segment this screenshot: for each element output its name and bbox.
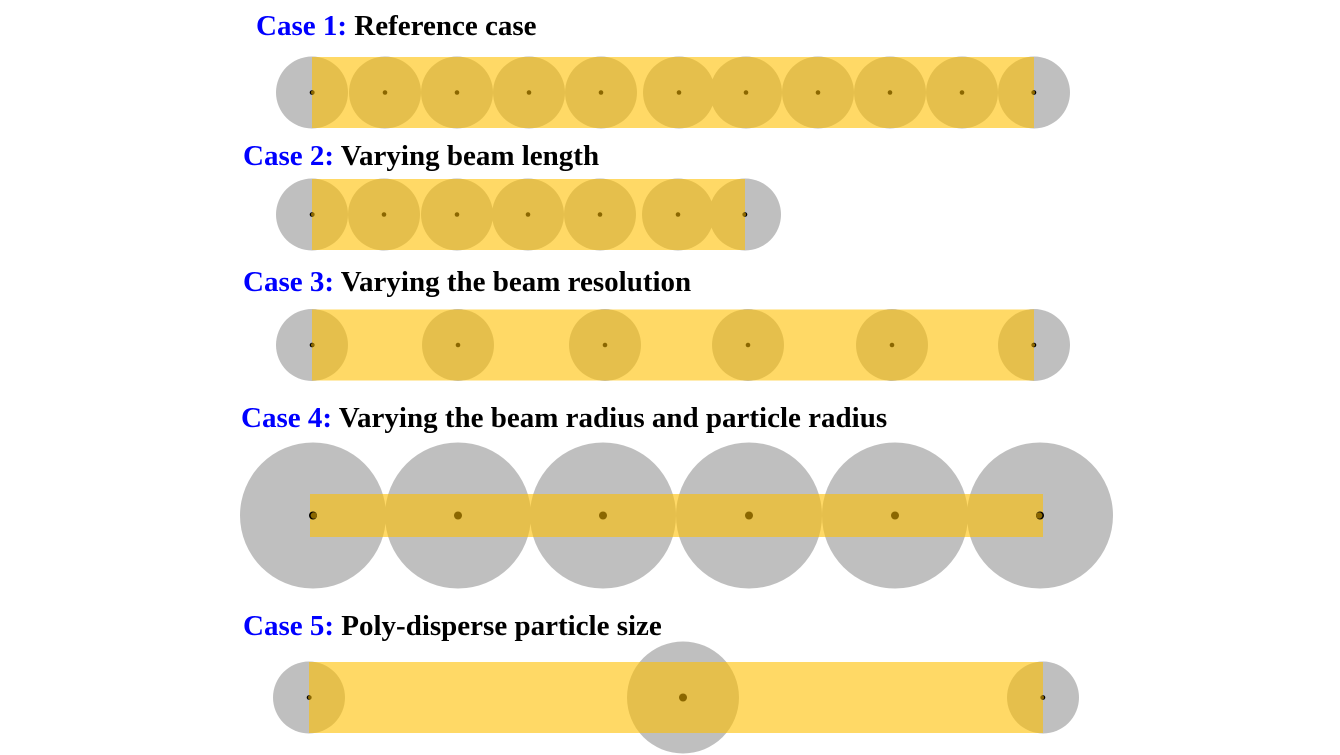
- case-2-schematic: [276, 178, 781, 251]
- node-dot: [455, 342, 461, 348]
- case-4-label: Case 4:: [241, 402, 333, 434]
- node-dot: [815, 90, 821, 95]
- node-dot: [679, 693, 687, 702]
- node-dot: [381, 212, 387, 217]
- end-node-dot-overlay: [1031, 343, 1036, 347]
- node-dot: [887, 90, 893, 95]
- node-dot: [382, 90, 388, 95]
- node-dot: [526, 90, 532, 95]
- case-5-label: Case 5:: [243, 610, 335, 642]
- case-2-label: Case 2:: [243, 140, 335, 172]
- case-1-title: Reference case: [354, 10, 537, 42]
- beam-rect: [312, 309, 1034, 381]
- case-1-schematic: [276, 56, 1070, 129]
- node-dot: [745, 342, 751, 348]
- node-dot: [454, 212, 460, 217]
- node-dot: [598, 90, 604, 95]
- case-5-title: Poly-disperse particle size: [341, 610, 662, 642]
- node-dot: [454, 90, 460, 95]
- case-3-title: Varying the beam resolution: [340, 266, 692, 298]
- end-node-dot-overlay: [310, 90, 315, 95]
- case-5-schematic: [273, 641, 1079, 754]
- case-3-heading: Case 3: Varying the beam resolution: [243, 268, 691, 297]
- case-3-schematic: [276, 309, 1070, 381]
- end-node-dot-overlay: [310, 212, 315, 217]
- beam-rect: [310, 494, 1043, 537]
- end-node-dot-overlay: [742, 212, 747, 217]
- node-dot: [597, 212, 603, 217]
- end-node-dot-overlay: [1040, 695, 1045, 700]
- case-1-heading: Case 1: Reference case: [256, 12, 536, 41]
- end-node-dot-overlay: [310, 343, 315, 347]
- node-dot: [743, 90, 749, 95]
- case-2-title: Varying beam length: [340, 140, 600, 172]
- case-5-heading: Case 5: Poly-disperse particle size: [243, 612, 662, 641]
- node-dot: [891, 511, 899, 520]
- beam-rect: [309, 662, 1043, 733]
- case-3-label: Case 3:: [243, 266, 335, 298]
- end-node-dot-overlay: [1031, 90, 1036, 95]
- case-2-heading: Case 2: Varying beam length: [243, 142, 599, 171]
- case-4-heading: Case 4: Varying the beam radius and part…: [241, 404, 887, 433]
- node-dot: [676, 90, 682, 95]
- node-dot: [525, 212, 531, 217]
- case-4-schematic: [240, 442, 1113, 589]
- node-dot: [602, 342, 608, 348]
- node-dot: [745, 511, 753, 520]
- beam-rect: [312, 57, 1034, 128]
- node-dot: [599, 511, 607, 520]
- node-dot: [675, 212, 681, 217]
- case-1-label: Case 1:: [256, 10, 348, 42]
- node-dot: [889, 342, 895, 348]
- node-dot: [959, 90, 965, 95]
- end-node-dot-overlay: [307, 695, 312, 700]
- case-4-title: Varying the beam radius and particle rad…: [338, 402, 888, 434]
- end-node-dot-overlay: [310, 512, 317, 519]
- end-node-dot-overlay: [1036, 512, 1043, 519]
- node-dot: [454, 511, 462, 520]
